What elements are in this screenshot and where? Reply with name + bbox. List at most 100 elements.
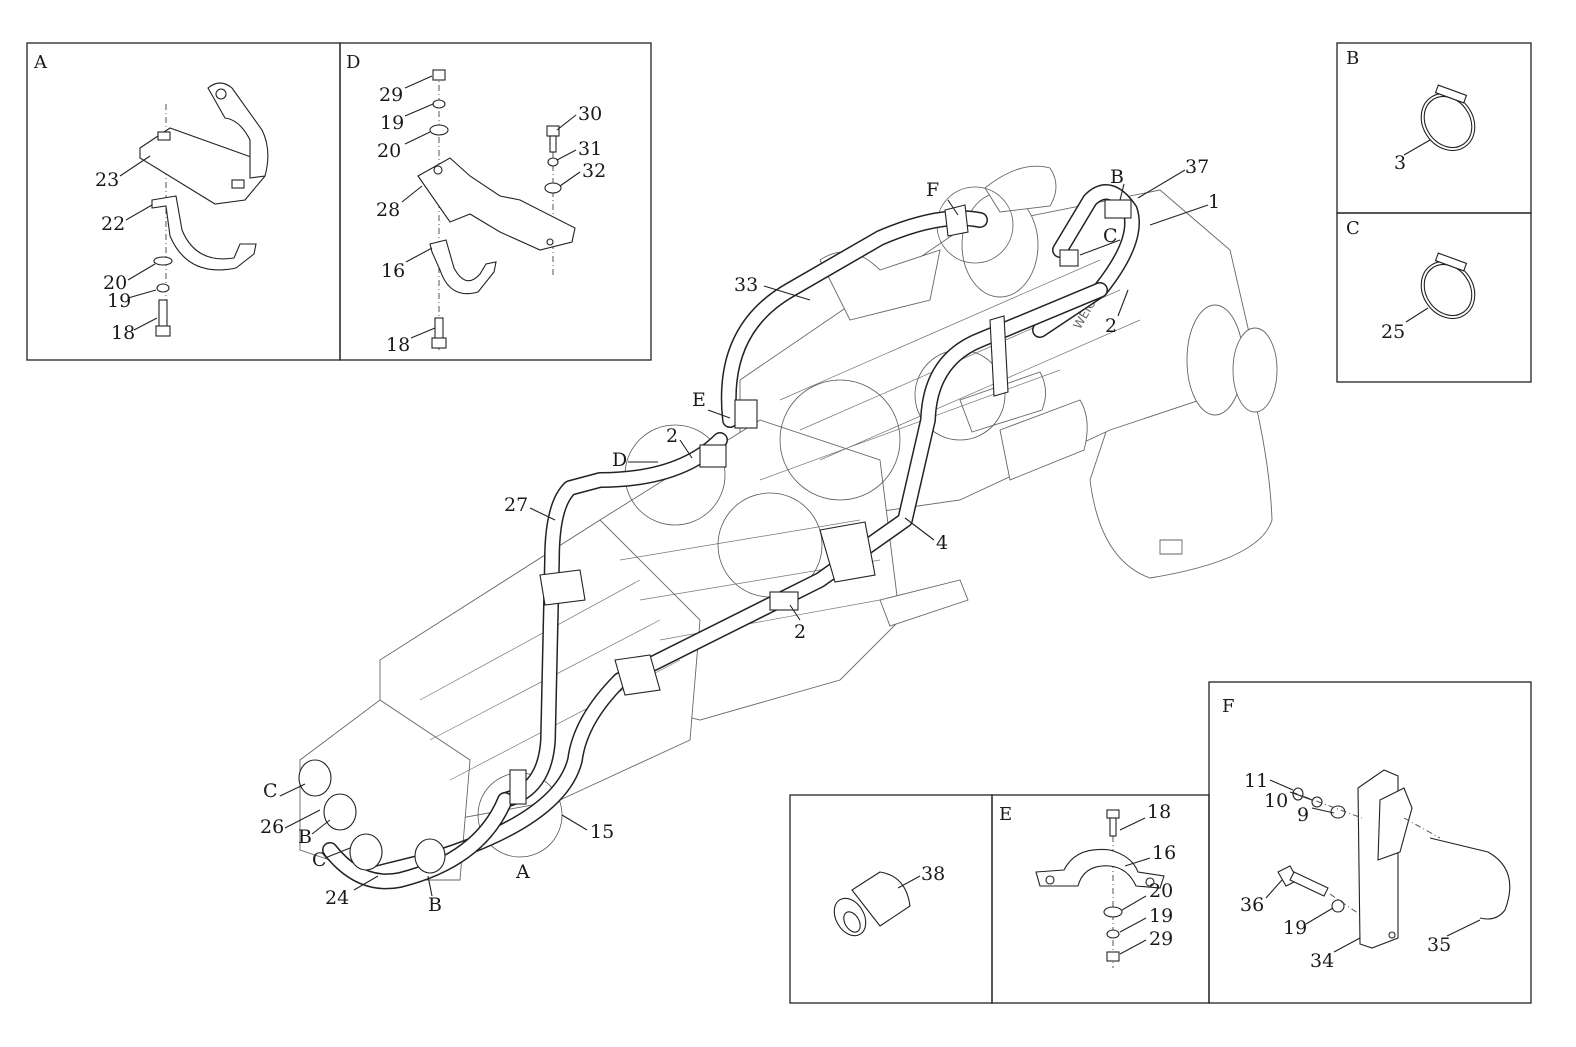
label-32: 32 — [582, 160, 606, 182]
nut-11 — [1292, 787, 1304, 801]
label-2: 2 — [794, 621, 806, 643]
label-16: 16 — [381, 260, 405, 282]
bolt-36 — [1289, 871, 1329, 897]
bracket — [989, 315, 1009, 397]
panel-c-title: C — [1346, 218, 1360, 239]
label-18: 18 — [111, 322, 135, 344]
label-15: 15 — [590, 821, 614, 843]
exhaust-manifold — [819, 249, 941, 321]
washer-19 — [1331, 899, 1345, 913]
label-31: 31 — [578, 138, 602, 160]
label-c: C — [1103, 225, 1118, 247]
panel-e: E 18 16 20 19 29 — [991, 794, 1210, 1004]
clamp — [509, 769, 527, 805]
label-20: 20 — [103, 272, 127, 294]
nut — [157, 131, 171, 141]
bracket-28 — [417, 157, 576, 251]
washer-19 — [432, 99, 446, 109]
panel-e-title: E — [999, 804, 1012, 825]
label-36: 36 — [1240, 894, 1264, 916]
strap-hole — [1145, 877, 1155, 887]
clamp-25-inner — [1423, 263, 1473, 317]
bolt-head — [155, 325, 171, 337]
bracket — [539, 569, 586, 606]
strap-16 — [429, 239, 497, 295]
bolt-30-head — [546, 125, 560, 137]
prop-shaft — [879, 579, 969, 627]
washer-20 — [429, 124, 449, 136]
label-35: 35 — [1427, 934, 1451, 956]
washer-19 — [1106, 929, 1120, 939]
label-b: B — [428, 894, 442, 916]
label-1: 1 — [1208, 191, 1220, 213]
label-30: 30 — [578, 103, 602, 125]
bolt-18-head — [1106, 809, 1120, 819]
strap-16 — [1035, 848, 1165, 889]
label-19: 19 — [380, 112, 404, 134]
label-e: E — [692, 389, 706, 411]
label-f: F — [926, 179, 939, 201]
panel-e-frame — [991, 794, 1210, 1004]
panel-d-title: D — [346, 52, 360, 73]
pulley — [1232, 327, 1278, 413]
washer-9 — [1330, 805, 1346, 819]
strap-hole — [1045, 875, 1055, 885]
pipe-end — [323, 793, 357, 831]
panel-a-frame — [26, 42, 341, 361]
bolt-18 — [158, 299, 168, 329]
washer-20 — [1103, 906, 1123, 918]
bolt-30 — [549, 135, 557, 153]
u-bolt-35 — [1429, 837, 1511, 920]
oil-pan — [1089, 379, 1273, 579]
label-24: 24 — [325, 887, 349, 909]
label-9: 9 — [1297, 804, 1309, 826]
label-11: 11 — [1244, 770, 1268, 792]
oil-filter — [999, 399, 1088, 481]
bushing-38 — [851, 871, 911, 927]
pipe-end-26 — [298, 759, 332, 797]
panel-f: F 11 10 9 36 19 34 35 — [1208, 681, 1532, 1004]
clamp — [734, 399, 758, 429]
label-29: 29 — [1149, 928, 1173, 950]
clamp-3-inner — [1423, 95, 1473, 149]
bracket-hole — [546, 238, 554, 246]
label-19: 19 — [1149, 905, 1173, 927]
strap-22 — [151, 195, 257, 271]
label-29: 29 — [379, 84, 403, 106]
label-34: 34 — [1310, 950, 1334, 972]
label-28: 28 — [376, 199, 400, 221]
panel-b: B 3 — [1336, 42, 1532, 214]
clamp-screw — [1434, 84, 1468, 104]
washer-20 — [153, 256, 173, 266]
clamp-b — [1104, 199, 1132, 219]
detail-circle — [779, 379, 901, 501]
main-labels: F B 37 1 C 2 33 E 2 D 27 4 2 C 26 B C 24… — [260, 156, 1220, 916]
bolt-head — [431, 337, 447, 349]
panel-f-title: F — [1222, 696, 1235, 717]
panel-d-frame — [339, 42, 652, 361]
label-20: 20 — [1149, 880, 1173, 902]
label-25: 25 — [1381, 321, 1405, 343]
bracket — [614, 654, 661, 696]
turbo-inlet — [984, 165, 1057, 213]
pipe-end — [414, 838, 446, 874]
label-2: 2 — [1105, 315, 1117, 337]
label-c: C — [312, 849, 327, 871]
label-26: 26 — [260, 816, 284, 838]
panel-38: 38 — [789, 794, 993, 1004]
label-10: 10 — [1264, 790, 1288, 812]
panel-d: D 29 19 20 28 16 18 30 31 32 — [339, 42, 652, 361]
bracket-hole — [1388, 931, 1396, 939]
exhaust-pipes — [298, 184, 1140, 890]
label-d: D — [612, 449, 627, 471]
panel-c: C 25 — [1336, 212, 1532, 383]
label-18: 18 — [1147, 801, 1171, 823]
label-2: 2 — [666, 425, 678, 447]
washer-31 — [547, 157, 559, 167]
label-22: 22 — [101, 213, 125, 235]
panel-a-title: A — [33, 52, 48, 73]
label-c: C — [263, 780, 278, 802]
panel-b-title: B — [1346, 48, 1359, 69]
label-16: 16 — [1152, 842, 1176, 864]
